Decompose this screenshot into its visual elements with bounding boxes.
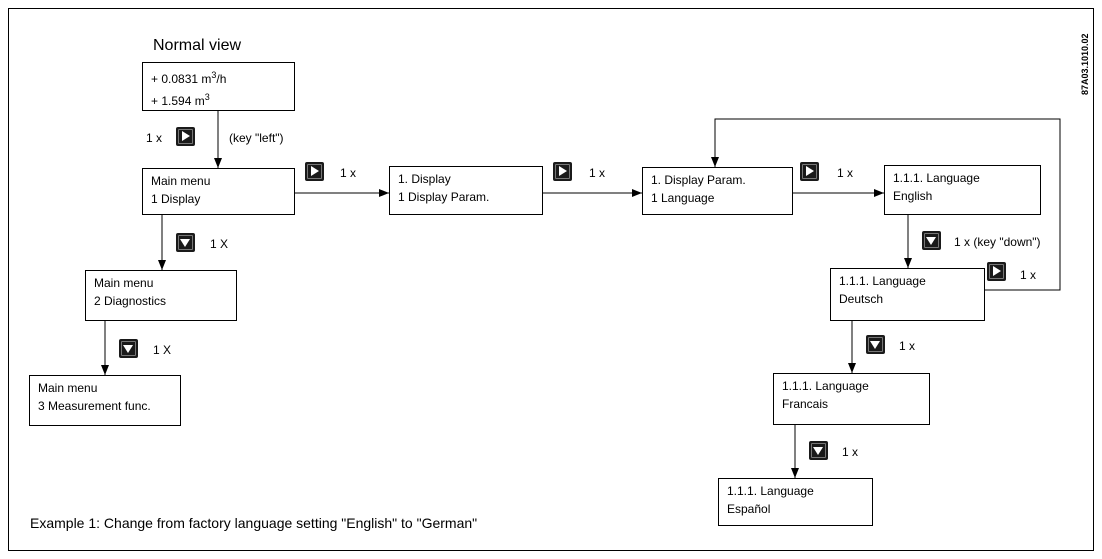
flow-rate-value: + 0.0831 m3/h xyxy=(151,70,227,86)
to-language-count-label: 1 x xyxy=(837,166,854,180)
to-display-count-label: 1 x xyxy=(340,166,357,180)
down-arrow-key-icon xyxy=(922,231,941,250)
normal-view-display: + 0.0831 m3/h + 1.594 m3 xyxy=(142,62,295,111)
down-arrow-key-icon xyxy=(176,233,195,252)
normal-view-title: Normal view xyxy=(153,37,242,54)
volume-value: + 1.594 m3 xyxy=(151,92,210,108)
to-main3-count-label: 1 X xyxy=(153,343,172,357)
diagram-frame xyxy=(8,8,1094,551)
right-arrow-key-icon xyxy=(305,162,324,181)
to-param-count-label: 1 x xyxy=(589,166,606,180)
document-id: 87A03.1010.02 xyxy=(1080,33,1090,95)
down-arrow-key-icon xyxy=(866,335,885,354)
display-param-box: 1. Display Param.1 Language xyxy=(642,167,793,215)
deutsch-confirm-count-label: 1 x xyxy=(1020,268,1037,282)
key-left-note-label: (key "left") xyxy=(229,131,284,145)
right-arrow-key-icon xyxy=(176,127,195,146)
down-arrow-key-icon xyxy=(119,339,138,358)
right-arrow-key-icon xyxy=(800,162,819,181)
to-main2-count-label: 1 X xyxy=(210,237,229,251)
right-arrow-key-icon xyxy=(553,162,572,181)
down-arrow-key-icon xyxy=(809,441,828,460)
to-espanol-count-label: 1 x xyxy=(842,445,859,459)
arrow-deutsch-back-to-param xyxy=(711,118,1061,291)
example-caption: Example 1: Change from factory language … xyxy=(30,515,478,531)
to-deutsch-count-label: 1 x (key "down") xyxy=(954,235,1041,249)
key-left-count-label: 1 x xyxy=(146,131,163,145)
to-francais-count-label: 1 x xyxy=(899,339,916,353)
right-arrow-key-icon xyxy=(987,262,1006,281)
